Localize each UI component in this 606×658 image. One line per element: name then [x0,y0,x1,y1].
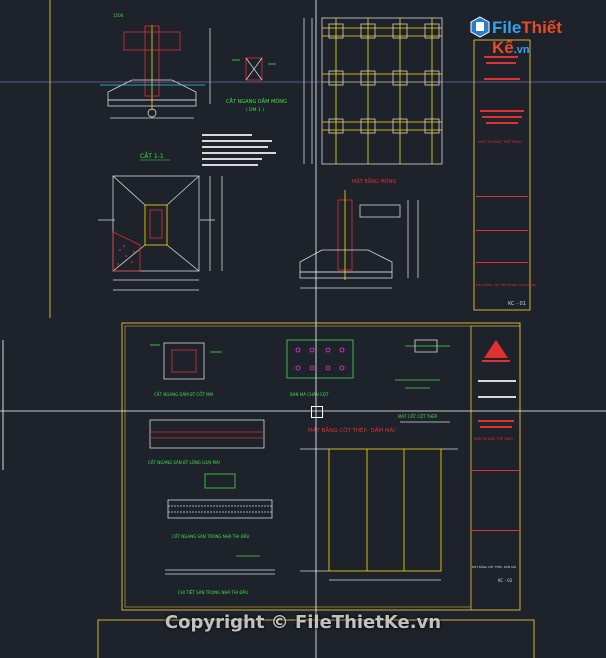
sheet-2-detail-a [150,342,222,380]
general-notes [202,134,276,166]
crosshair-pickbox [311,406,323,418]
title-block-2-drawing: MẶT BẰNG CỘT THÉP, DẦM MÁI [472,564,516,569]
filethietke-logo: FileThiết Kế.vn [470,10,600,57]
steel-column-plan [300,448,458,581]
sheet-2-slab-b [149,419,265,449]
sheet-2-slab-c [167,473,273,519]
beam-section-label: CẮT NGANG DẦM MÓNG [226,97,287,105]
foundation-section-1-1 [100,25,211,119]
footing-plan-hatch [117,245,135,265]
section-a-label: CẮT NGANG DẦM BT CỐT MÁI [154,392,213,397]
steel-plan-label: MẶT BẰNG CỘT THÉP, DẦM MÁI [308,426,395,434]
section-b-label: CẮT NGANG SÀN BT LÓNG LOẠI MÁI [148,460,220,465]
base-plate-label: BẢN MÃ CHÂN CỘT [290,392,329,397]
title-block-1-project: NHÀ THI ĐẤU THỂ THAO [478,139,522,144]
sheet-2-steel-section [395,339,450,423]
title-block-2-sheet: KC - 02 [498,578,513,583]
title-block-1 [473,39,531,311]
footing-plan [98,175,223,291]
foundation-detail [299,190,419,289]
title-block-1-sheet: KC - 01 [508,301,526,307]
foundation-layout-plan [303,17,443,165]
title-block-1-drawing: MẶT BẰNG, CHI TIẾT MÓNG, DẦM MÓNG [476,281,537,287]
title-block-2 [470,325,521,611]
sheet-2-inner-frame [124,325,472,608]
logo-emblem-icon [470,16,490,38]
copyright-watermark: Copyright © FileThietKe.vn [164,612,442,633]
beam-section-dm1 [232,57,276,81]
section-c-label: CẮT NGANG SÀN TRONG NHÀ THI ĐẤU [172,534,250,539]
section-1-1-label: CẮT 1-1 [140,152,164,160]
dim-text: 1500 [113,13,124,18]
sheet-2-frame [121,322,521,611]
logo-text: FileThiết Kế.vn [492,18,562,57]
title-block-2-project: NHÀ THI ĐẤU THỂ THAO [474,436,513,441]
steel-section-label: MẶT CẮT CỘT THÉP [398,414,438,419]
foundation-plan-label: MẶT BẰNG MÓNG [352,177,396,185]
section-d-label: CHI TIẾT SÀN TRONG NHÀ THI ĐẤU [178,589,248,595]
beam-section-sub: ( DM 1 ) [246,107,264,113]
sheet-2-base-plate [286,339,354,379]
foundation-pads [328,23,440,134]
sheet-2-slab-d [165,555,275,575]
